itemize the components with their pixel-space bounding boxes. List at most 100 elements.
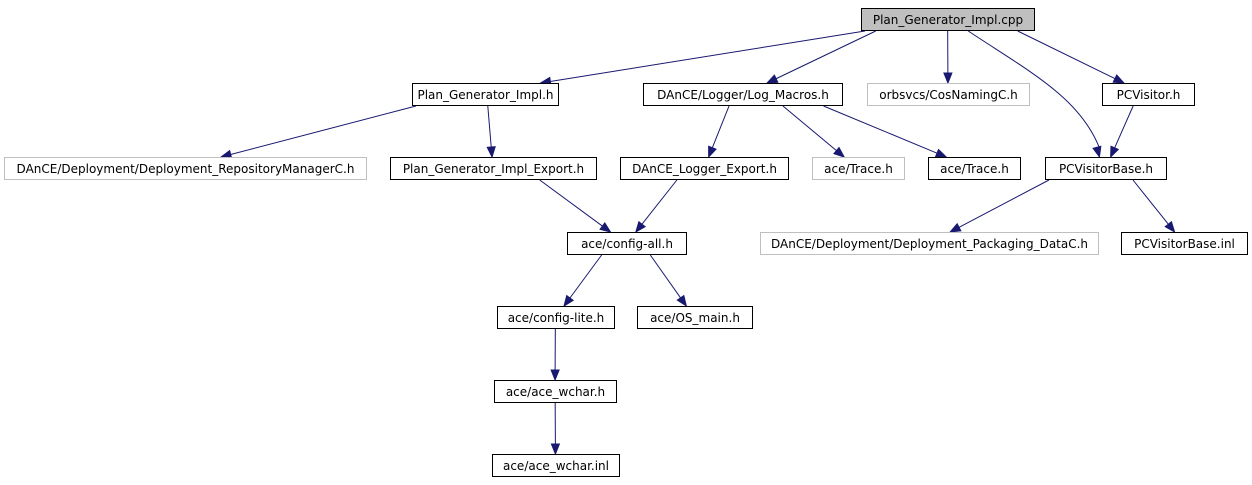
node-label: DAnCE/Deployment/Deployment_RepositoryMa… — [17, 162, 355, 176]
node-box — [412, 83, 559, 106]
node-box — [928, 157, 1021, 180]
graph-edge — [634, 179, 678, 234]
graph-edge — [550, 328, 560, 382]
edge-arrowhead — [948, 222, 962, 233]
graph-edge — [486, 105, 496, 159]
node-label: ace/ace_wchar.h — [506, 385, 605, 399]
graph-node-plan-generator-impl-h[interactable]: Plan_Generator_Impl.h — [412, 83, 559, 106]
edge-line — [1113, 105, 1134, 149]
edge-line — [568, 254, 603, 300]
graph-node-ace-ace-wchar-inl[interactable]: ace/ace_wchar.inl — [492, 454, 620, 477]
graph-node-ace-config-lite-h[interactable]: ace/config-lite.h — [497, 306, 615, 329]
edge-arrowhead — [550, 443, 561, 456]
node-label: ace/OS_main.h — [650, 311, 740, 325]
node-box — [567, 232, 687, 255]
graph-edge — [1132, 179, 1176, 234]
graph-node-plan-generator-impl-export-h[interactable]: Plan_Generator_Impl_Export.h — [390, 157, 597, 180]
node-label: ace/config-all.h — [581, 237, 673, 251]
node-label: orbsvcs/CosNamingC.h — [879, 88, 1018, 102]
node-box — [861, 8, 1035, 31]
graph-node-dance-deployment-deployment-repositorymanagerc-h: DAnCE/Deployment/Deployment_RepositoryMa… — [4, 157, 367, 180]
graph-node-ace-trace-h: ace/Trace.h — [812, 157, 905, 180]
node-box — [494, 380, 617, 403]
edge-arrowhead — [486, 146, 496, 159]
node-box — [1045, 157, 1167, 180]
graph-edge — [708, 105, 730, 159]
edge-line — [549, 30, 866, 83]
edge-arrowhead — [934, 148, 948, 158]
node-label: ace/Trace.h — [824, 162, 893, 176]
graph-node-ace-config-all-h[interactable]: ace/config-all.h — [567, 232, 687, 255]
edge-arrowhead — [599, 221, 612, 233]
graph-node-plan-generator-impl-cpp[interactable]: Plan_Generator_Impl.cpp — [861, 8, 1035, 31]
edge-arrowhead — [634, 220, 647, 234]
edge-arrowhead — [563, 294, 575, 308]
graph-node-dance-logger-export-h[interactable]: DAnCE_Logger_Export.h — [620, 157, 789, 180]
node-label: Plan_Generator_Impl.h — [417, 88, 553, 102]
edge-line — [967, 30, 1100, 149]
node-box — [1102, 83, 1195, 106]
edge-arrowhead — [1164, 220, 1176, 234]
graph-edge — [1017, 30, 1126, 84]
graph-node-pcvisitorbase-inl[interactable]: PCVisitorBase.inl — [1121, 232, 1248, 255]
edge-arrowhead — [1112, 74, 1126, 84]
edge-arrowhead — [676, 294, 688, 308]
graph-node-ace-os-main-h[interactable]: ace/OS_main.h — [637, 306, 753, 329]
node-box — [4, 157, 367, 180]
edge-line — [711, 105, 730, 149]
edge-line — [539, 179, 604, 228]
edge-line — [640, 179, 678, 226]
node-box — [867, 83, 1030, 106]
node-box — [760, 232, 1099, 255]
node-box — [497, 306, 615, 329]
graph-edge — [823, 105, 948, 158]
nodes-layer: Plan_Generator_Impl.cppPlan_Generator_Im… — [4, 8, 1248, 477]
edge-line — [823, 105, 939, 155]
edge-line — [649, 254, 682, 299]
node-label: Plan_Generator_Impl.cpp — [873, 13, 1023, 27]
edge-line — [775, 30, 876, 80]
graph-node-dance-logger-log-macros-h[interactable]: DAnCE/Logger/Log_Macros.h — [643, 83, 843, 106]
edge-line — [229, 105, 417, 156]
graph-node-ace-ace-wchar-h[interactable]: ace/ace_wchar.h — [494, 380, 617, 403]
graph-edge — [563, 254, 603, 308]
edge-arrowhead — [550, 369, 560, 382]
edge-line — [1132, 179, 1170, 226]
graph-edge — [550, 402, 561, 456]
node-box — [812, 157, 905, 180]
node-label: Plan_Generator_Impl_Export.h — [403, 162, 584, 176]
edge-arrowhead — [1092, 145, 1102, 159]
graph-edge — [943, 30, 953, 85]
graph-edge — [649, 254, 688, 308]
graph-node-pcvisitorbase-h[interactable]: PCVisitorBase.h — [1045, 157, 1167, 180]
node-box — [643, 83, 843, 106]
node-label: PCVisitor.h — [1117, 88, 1181, 102]
node-box — [390, 157, 597, 180]
edge-arrowhead — [1110, 145, 1120, 159]
edge-line — [957, 179, 1050, 229]
graph-edge — [539, 179, 612, 233]
edge-arrowhead — [708, 145, 717, 159]
graph-edge — [1110, 105, 1134, 159]
graph-edge — [782, 105, 846, 158]
edge-line — [487, 105, 492, 149]
node-label: DAnCE/Logger/Log_Macros.h — [657, 88, 829, 102]
edge-arrowhead — [765, 74, 779, 84]
node-label: ace/Trace.h — [940, 162, 1009, 176]
edge-arrowhead — [943, 72, 953, 85]
node-label: ace/config-lite.h — [508, 311, 605, 325]
node-label: ace/ace_wchar.inl — [503, 459, 609, 473]
node-label: DAnCE_Logger_Export.h — [632, 162, 777, 176]
edge-line — [782, 105, 838, 152]
graph-edge — [967, 30, 1102, 159]
edge-arrowhead — [833, 146, 846, 158]
graph-node-ace-trace-h[interactable]: ace/Trace.h — [928, 157, 1021, 180]
edge-line — [1017, 30, 1117, 80]
node-box — [637, 306, 753, 329]
node-box — [492, 454, 620, 477]
node-label: PCVisitorBase.inl — [1134, 237, 1235, 251]
graph-edge — [765, 30, 876, 84]
graph-node-pcvisitor-h[interactable]: PCVisitor.h — [1102, 83, 1195, 106]
node-label: DAnCE/Deployment/Deployment_Packaging_Da… — [771, 237, 1088, 251]
